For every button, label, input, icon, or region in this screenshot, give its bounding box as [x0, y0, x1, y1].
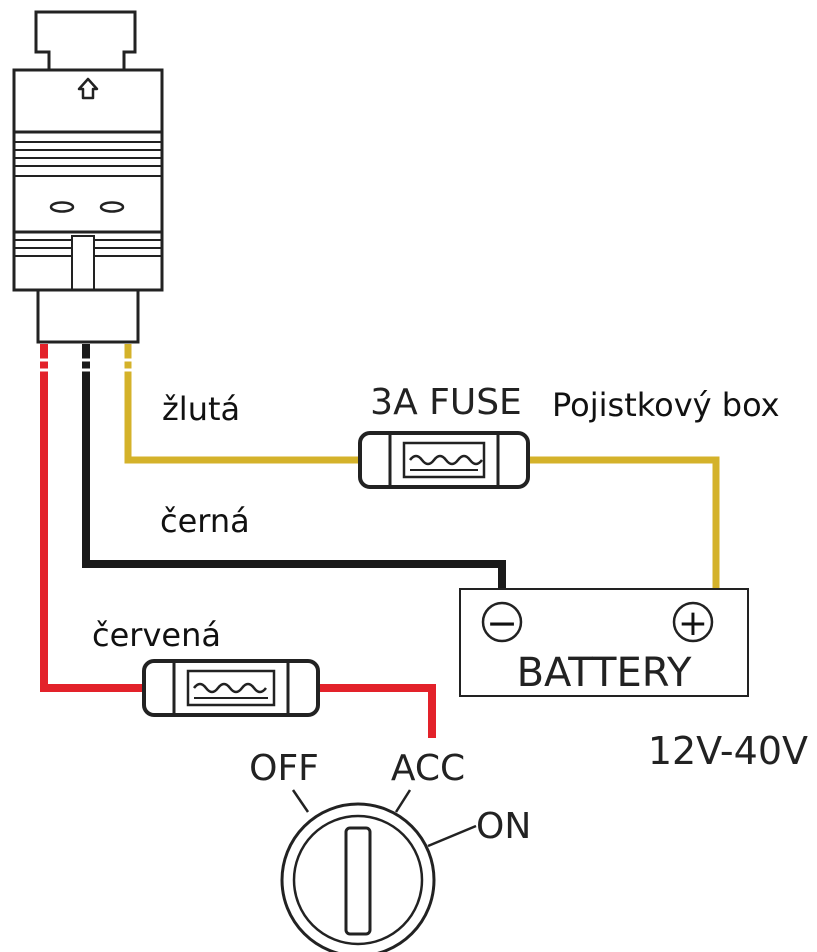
voltage-label: 12V-40V [648, 729, 808, 773]
fuse-box-label: Pojistkový box [552, 386, 780, 424]
ignition-off-label: OFF [249, 748, 319, 789]
black-wire-label: černá [160, 502, 250, 540]
ignition-on-label: ON [476, 806, 531, 847]
device-connector [12, 10, 164, 344]
negative-sign: − [486, 601, 518, 645]
ignition-key-switch-icon [280, 789, 477, 952]
battery-negative-terminal: − [481, 601, 523, 645]
connector-slot-right [99, 201, 125, 213]
black-wire [81, 344, 506, 590]
battery-label: BATTERY [517, 650, 692, 696]
ignition-acc-label: ACC [391, 748, 465, 789]
connector-slot-left [49, 201, 75, 213]
yellow-wire [124, 344, 720, 588]
red-wire [39, 344, 436, 738]
connector-plug [36, 288, 140, 344]
connector-latch [34, 10, 137, 72]
fuse-icon [358, 431, 530, 489]
battery-positive-terminal: + [672, 601, 714, 644]
fuse-label: 3A FUSE [370, 382, 522, 423]
positive-sign: + [678, 603, 708, 644]
fuse-icon [142, 659, 320, 717]
yellow-wire-label: žlutá [162, 390, 240, 428]
red-wire-label: červená [92, 616, 221, 654]
up-arrow-icon [77, 77, 99, 100]
